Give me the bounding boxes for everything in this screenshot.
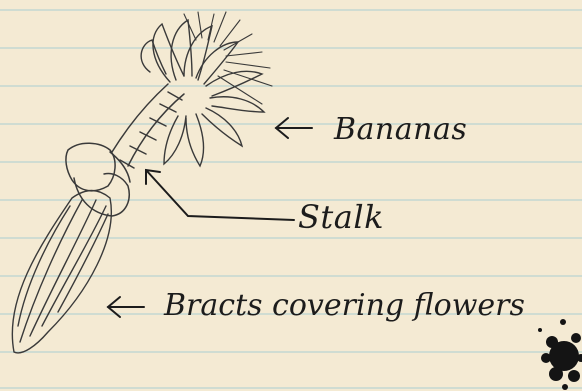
stalk-label: Stalk bbox=[298, 198, 384, 236]
bananas-arrow bbox=[276, 118, 312, 138]
paper-rule-lines bbox=[0, 10, 582, 388]
bract-collar-sketch bbox=[66, 143, 130, 216]
stalk-leader-line bbox=[146, 170, 294, 220]
bracts-label: Bracts covering flowers bbox=[164, 288, 525, 323]
ink-splat bbox=[538, 319, 582, 390]
bract-bud-sketch bbox=[12, 191, 111, 353]
bananas-label: Bananas bbox=[334, 112, 467, 147]
